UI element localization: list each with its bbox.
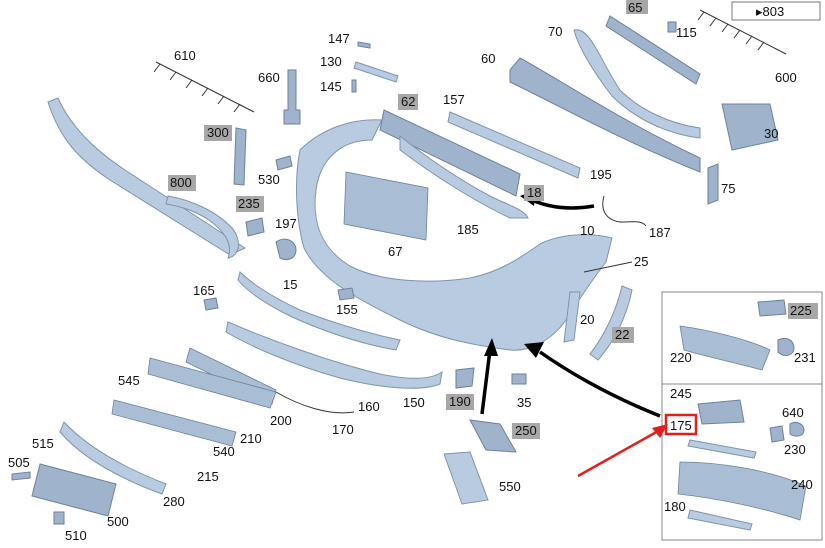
label-250[interactable]: 250 bbox=[515, 423, 537, 438]
ref-box-803[interactable]: ▸803 bbox=[731, 1, 821, 21]
label-147[interactable]: 147 bbox=[328, 31, 350, 46]
label-220[interactable]: 220 bbox=[670, 350, 692, 365]
label-235[interactable]: 235 bbox=[238, 196, 260, 211]
label-60[interactable]: 60 bbox=[481, 51, 495, 66]
label-70[interactable]: 70 bbox=[548, 24, 562, 39]
label-67[interactable]: 67 bbox=[388, 244, 402, 259]
label-25[interactable]: 25 bbox=[634, 254, 648, 269]
label-160[interactable]: 160 bbox=[358, 399, 380, 414]
label-550[interactable]: 550 bbox=[499, 479, 521, 494]
label-231[interactable]: 231 bbox=[794, 350, 816, 365]
label-18[interactable]: 18 bbox=[527, 185, 541, 200]
label-210[interactable]: 210 bbox=[240, 431, 262, 446]
label-245[interactable]: 245 bbox=[670, 386, 692, 401]
label-603[interactable]: 603 bbox=[776, 0, 798, 3]
label-280[interactable]: 280 bbox=[163, 494, 185, 509]
selected-175-box bbox=[664, 413, 698, 436]
label-200[interactable]: 200 bbox=[270, 413, 292, 428]
label-115[interactable]: 115 bbox=[676, 25, 697, 40]
label-545[interactable]: 545 bbox=[118, 373, 140, 388]
label-300[interactable]: 300 bbox=[207, 125, 229, 140]
label-185[interactable]: 185 bbox=[457, 222, 479, 237]
label-150[interactable]: 150 bbox=[403, 395, 425, 410]
label-500[interactable]: 500 bbox=[107, 514, 129, 529]
label-15[interactable]: 15 bbox=[283, 277, 297, 292]
label-155[interactable]: 155 bbox=[336, 302, 358, 317]
label-515[interactable]: 515 bbox=[32, 436, 54, 451]
label-170[interactable]: 170 bbox=[332, 422, 354, 437]
highlight-backgrounds bbox=[168, 0, 818, 439]
label-800[interactable]: 800 bbox=[170, 175, 192, 190]
ref-box-text: ▸803 bbox=[756, 4, 784, 19]
label-35[interactable]: 35 bbox=[517, 395, 531, 410]
parts-illustration bbox=[11, 15, 779, 525]
label-145[interactable]: 145 bbox=[320, 79, 342, 94]
label-215[interactable]: 215 bbox=[197, 469, 219, 484]
label-600[interactable]: 600 bbox=[775, 70, 797, 85]
label-197[interactable]: 197 bbox=[275, 216, 297, 231]
label-640[interactable]: 640 bbox=[782, 405, 804, 420]
label-75[interactable]: 75 bbox=[721, 181, 735, 196]
label-180[interactable]: 180 bbox=[664, 499, 686, 514]
label-65[interactable]: 65 bbox=[628, 0, 642, 15]
label-510[interactable]: 510 bbox=[65, 528, 87, 543]
label-62[interactable]: 62 bbox=[401, 94, 415, 109]
label-530[interactable]: 530 bbox=[258, 172, 280, 187]
label-195[interactable]: 195 bbox=[590, 167, 612, 182]
label-20[interactable]: 20 bbox=[580, 312, 594, 327]
label-505[interactable]: 505 bbox=[8, 455, 30, 470]
label-30[interactable]: 30 bbox=[764, 126, 778, 141]
label-187[interactable]: 187 bbox=[649, 225, 671, 240]
label-610[interactable]: 610 bbox=[174, 48, 196, 63]
label-22[interactable]: 22 bbox=[615, 327, 629, 342]
label-175[interactable]: 175 bbox=[670, 418, 692, 433]
label-225[interactable]: 225 bbox=[790, 303, 812, 318]
reference-leaders bbox=[153, 9, 787, 113]
inset-parts bbox=[677, 299, 807, 531]
label-130[interactable]: 130 bbox=[320, 54, 342, 69]
part-labels: 65 115 70 603 60 610 147 130 660 145 62 … bbox=[8, 0, 816, 543]
label-10[interactable]: 10 bbox=[580, 223, 594, 238]
label-540[interactable]: 540 bbox=[213, 444, 235, 459]
label-660[interactable]: 660 bbox=[258, 70, 280, 85]
label-230[interactable]: 230 bbox=[784, 442, 806, 457]
label-157[interactable]: 157 bbox=[443, 92, 465, 107]
label-240[interactable]: 240 bbox=[791, 477, 813, 492]
label-190[interactable]: 190 bbox=[449, 394, 471, 409]
label-165[interactable]: 165 bbox=[193, 283, 215, 298]
